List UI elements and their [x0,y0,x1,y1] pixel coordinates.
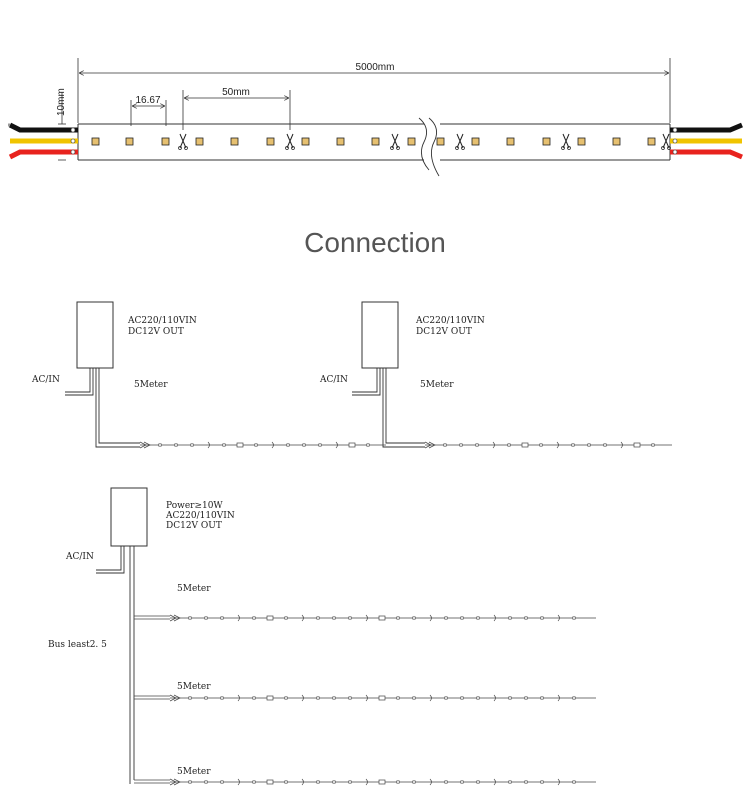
led-chip [266,137,275,146]
led-chip [647,137,656,146]
led-chip [542,137,551,146]
branch-length-label: 5Meter [177,682,211,692]
led-chip [506,137,515,146]
cut-mark [562,133,570,149]
strip-body [77,117,671,177]
cut-unit-label: 50mm [222,87,250,98]
total-length-label: 5000mm [356,62,395,73]
left-wires [8,122,78,160]
psu-spec-line2: DC12V OUT [128,327,184,337]
ac-in-label: AC/IN [319,375,348,385]
width-label: 10mm [56,88,67,116]
led-chip [336,137,345,146]
psu-spec-line3: DC12V OUT [166,521,222,531]
diagram-top-right: AC220/110VIN DC12V OUT AC/IN 5Meter [319,301,485,448]
break-mark [428,117,440,177]
led-chip [91,137,100,146]
branch-length-label: 5Meter [177,584,211,594]
mini-strip [169,694,596,702]
section-title: Connection [304,227,446,258]
bus-strips [134,614,596,786]
psu-spec-line1: AC220/110VIN [415,316,485,326]
strip-leds [91,137,656,146]
mini-strip [139,441,386,449]
led-pitch-label: 16.67 [135,95,160,106]
led-chip [371,137,380,146]
ac-in-label: AC/IN [65,552,94,562]
mini-strip [169,614,596,622]
mini-strip [424,441,672,449]
led-chip [471,137,480,146]
led-chip [407,137,416,146]
led-chip [161,137,170,146]
mini-strip [169,778,596,786]
cut-mark [662,133,670,149]
cut-mark [456,133,464,149]
cut-mark [179,133,187,149]
psu-spec-line2: DC12V OUT [416,327,472,337]
led-chip [301,137,310,146]
power-supply-box [361,301,399,369]
length-label: 5Meter [134,380,168,390]
led-chip [195,137,204,146]
right-wires [670,122,743,160]
strip-drawing: 5000mm 10mm 16.67 50mm [8,58,743,177]
cut-mark [391,133,399,149]
led-chip [230,137,239,146]
diagram-top-left: AC220/110VIN DC12V OUT AC/IN 5Meter [31,301,197,448]
ac-in-label: AC/IN [31,375,60,385]
diagram-bus: Power≥10W AC220/110VIN DC12V OUT AC/IN B… [48,487,235,784]
break-mark [418,117,430,171]
led-chip [125,137,134,146]
strip-cut-marks [178,133,671,150]
psu-spec-line1: AC220/110VIN [127,316,197,326]
power-supply-box [110,487,148,547]
psu-spec-line2: AC220/110VIN [165,511,235,521]
bus-label: Bus least2. 5 [48,640,107,650]
led-chip [612,137,621,146]
led-chip [436,137,445,146]
top-strips [139,441,672,449]
branch-length-label: 5Meter [177,767,211,777]
length-label: 5Meter [420,380,454,390]
led-chip [577,137,586,146]
cut-mark [286,133,294,149]
power-supply-box [76,301,114,369]
psu-spec-line1: Power≥10W [166,501,223,511]
